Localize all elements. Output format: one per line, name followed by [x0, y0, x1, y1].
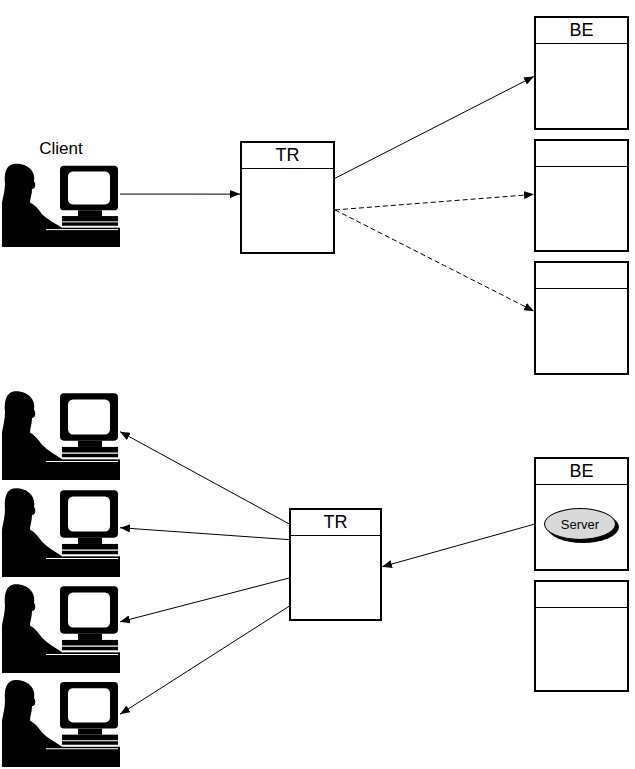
workstation-figure: [2, 676, 120, 767]
node-label: Client: [2, 139, 120, 159]
node-label: BE: [569, 461, 593, 481]
connector-arrow: [335, 76, 534, 178]
component-box: BE Server: [534, 457, 629, 571]
client-workstation: Client: [2, 139, 120, 247]
connector-arrow: [382, 524, 534, 567]
workstation-figure: [2, 484, 120, 577]
connector-arrow: [120, 578, 289, 622]
node-label: TR: [324, 512, 348, 532]
component-box: [534, 139, 629, 252]
connector-arrow: [335, 194, 534, 210]
client-workstation: [2, 676, 120, 767]
node-label: Server: [561, 517, 599, 532]
component-box: BE: [534, 16, 629, 130]
node-label: TR: [276, 145, 300, 165]
connector-arrow: [120, 432, 289, 524]
client-workstation: [2, 580, 120, 673]
ellipse-face: Server: [544, 508, 616, 540]
component-box: [534, 580, 629, 692]
box-header: [536, 141, 627, 167]
workstation-figure: [2, 160, 120, 247]
client-workstation: [2, 387, 120, 480]
workstation-figure: [2, 387, 120, 480]
connector-arrow: [120, 194, 240, 195]
component-box: [534, 261, 629, 375]
box-header: BE: [536, 459, 627, 485]
component-box: TR: [240, 141, 335, 254]
connector-arrow: [335, 210, 534, 311]
box-header: [536, 582, 627, 608]
node-label: BE: [569, 20, 593, 40]
connector-arrow: [120, 606, 289, 714]
box-header: [536, 263, 627, 289]
client-workstation: [2, 484, 120, 577]
workstation-figure: [2, 580, 120, 673]
box-header: BE: [536, 18, 627, 44]
server-ellipse: Server: [544, 508, 616, 540]
component-box: TR: [289, 508, 382, 621]
connector-arrow: [120, 528, 289, 540]
box-header: TR: [242, 143, 333, 169]
box-header: TR: [291, 510, 380, 536]
